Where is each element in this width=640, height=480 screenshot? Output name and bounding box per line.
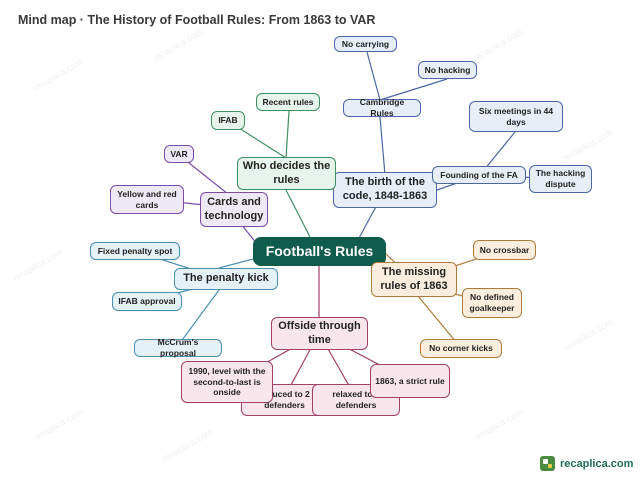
leaf-no-carrying[interactable]: No carrying [334, 36, 397, 52]
leaf-offside-1863[interactable]: 1863, a strict rule [370, 364, 450, 398]
branch-missing-rules[interactable]: The missing rules of 1863 [371, 262, 457, 297]
leaf-ifab-approval[interactable]: IFAB approval [112, 292, 182, 311]
leaf-cambridge-rules[interactable]: Cambridge Rules [343, 97, 421, 118]
brand-logo[interactable]: recaplica.com [540, 456, 633, 471]
leaf-six-meetings[interactable]: Six meetings in 44 days [469, 101, 563, 132]
branch-birth-of-code[interactable]: The birth of the code, 1848-1863 [333, 172, 437, 208]
leaf-no-crossbar[interactable]: No crossbar [473, 240, 536, 260]
edge-missing-corner [412, 289, 462, 349]
branch-offside[interactable]: Offside through time [271, 317, 368, 350]
leaf-yellow-red-cards[interactable]: Yellow and red cards [110, 185, 184, 214]
edge-who-recent [285, 110, 290, 159]
page-title: Mind map · The History of Football Rules… [18, 13, 376, 27]
edge-cambridge-nohacking [379, 78, 448, 101]
leaf-offside-1990[interactable]: 1990, level with the second-to-last is o… [181, 361, 273, 403]
leaf-recent-rules[interactable]: Recent rules [256, 93, 320, 111]
leaf-no-hacking[interactable]: No hacking [418, 61, 477, 79]
leaf-no-goalkeeper[interactable]: No defined goalkeeper [462, 288, 522, 318]
branch-penalty-kick[interactable]: The penalty kick [174, 268, 278, 290]
leaf-founding-fa[interactable]: Founding of the FA [432, 166, 526, 184]
edge-cambridge-nocarrying [366, 51, 381, 101]
leaf-no-corner-kicks[interactable]: No corner kicks [420, 339, 502, 358]
recaplica-logo-icon [540, 456, 555, 471]
edge-birth-cambridge [379, 116, 386, 176]
leaf-ifab[interactable]: IFAB [211, 111, 245, 130]
edge-penalty-mccrum [176, 289, 220, 348]
brand-name: recaplica.com [560, 457, 634, 470]
edge-root-who [285, 189, 311, 238]
root-node[interactable]: Football's Rules [253, 237, 386, 266]
branch-cards-technology[interactable]: Cards and technology [200, 192, 268, 227]
branch-who-decides[interactable]: Who decides the rules [237, 157, 336, 190]
leaf-hacking-dispute[interactable]: The hacking dispute [529, 165, 592, 193]
leaf-var[interactable]: VAR [164, 145, 194, 163]
leaf-fixed-penalty-spot[interactable]: Fixed penalty spot [90, 242, 180, 260]
leaf-mccrum-proposal[interactable]: McCrum's proposal [134, 337, 222, 358]
edge-root-penalty [218, 257, 258, 269]
